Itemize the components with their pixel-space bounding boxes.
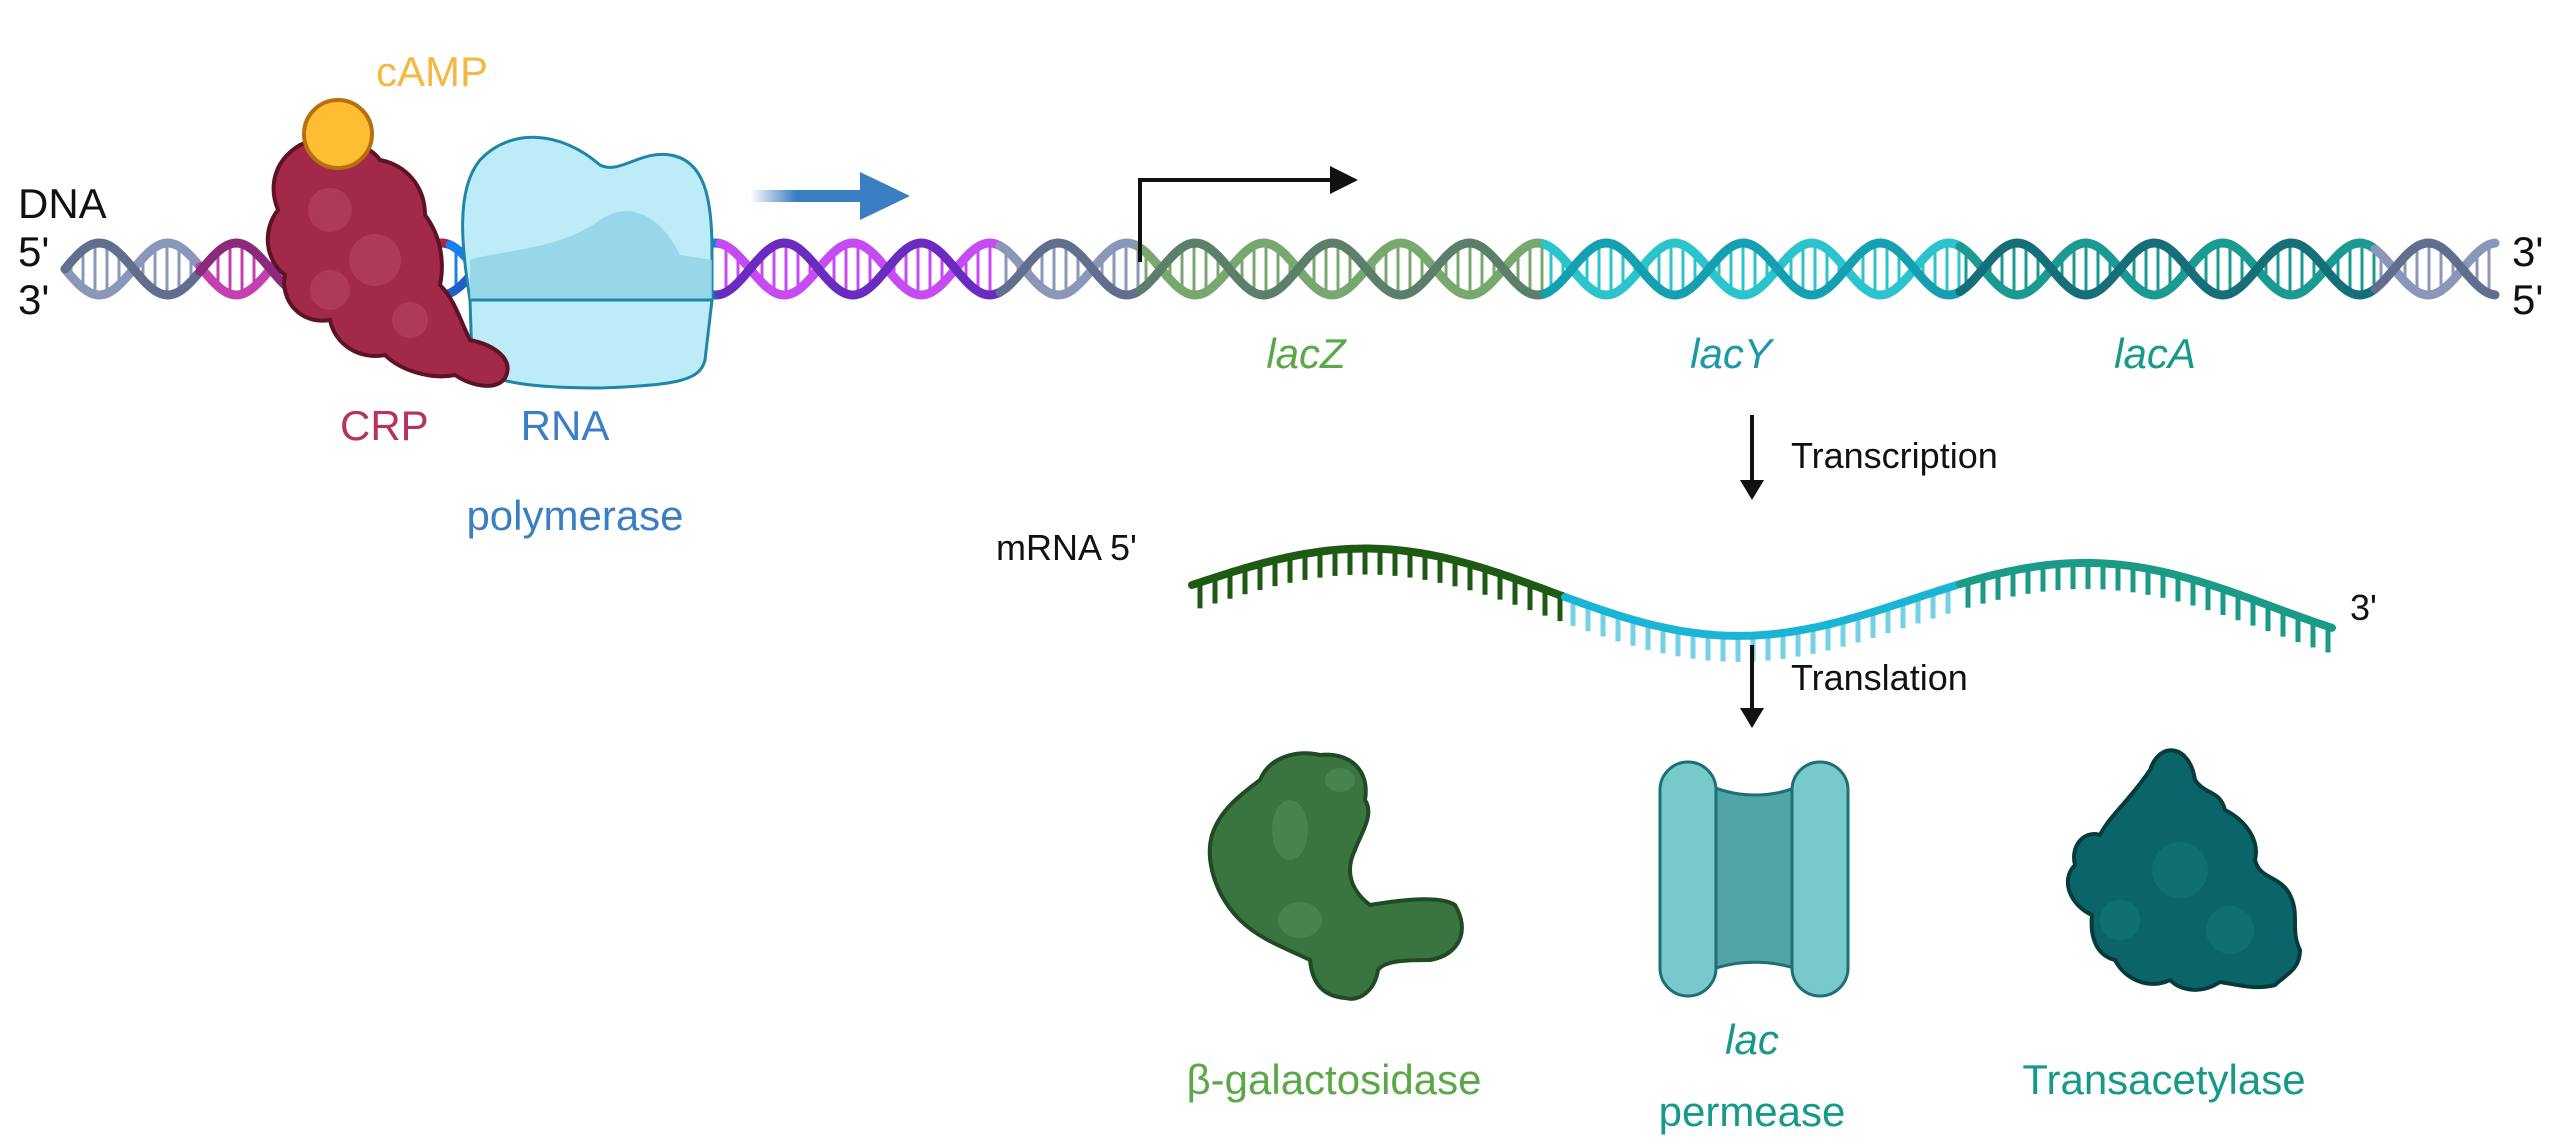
lac-permease-label-2: permease	[1659, 1088, 1846, 1135]
dna-strand	[1135, 238, 1550, 300]
dna-label: DNA	[18, 180, 107, 227]
transacetylase-label: Transacetylase	[2022, 1056, 2305, 1103]
dna-strand	[995, 238, 1143, 300]
mrna-backbone	[1188, 544, 1568, 601]
mrna-backbone	[1956, 558, 2336, 632]
dna-strand	[1955, 238, 2379, 300]
transcription-start-arrow-icon	[1138, 166, 1358, 262]
mrna-3prime-label: 3'	[2350, 587, 2377, 628]
dna-right-3prime: 3'	[2512, 228, 2543, 275]
crp-protein-icon	[265, 136, 510, 388]
dna-right-5prime: 5'	[2512, 276, 2543, 323]
beta-galactosidase-protein-icon	[1207, 751, 1464, 1001]
mrna-backbone	[1561, 581, 1961, 640]
gene-lacZ-label: lacZ	[1266, 330, 1347, 377]
lac-permease-protein-icon	[1658, 760, 1850, 998]
dna-left-3prime: 3'	[18, 276, 49, 323]
dna-strand	[1135, 238, 1550, 300]
dna-strand	[715, 238, 1004, 300]
mrna-strand	[1188, 544, 2336, 662]
dna-strand	[195, 238, 295, 294]
rna-polymerase-icon	[461, 135, 714, 390]
transacetylase-protein-icon	[2065, 748, 2303, 992]
translation-arrow-icon	[1740, 645, 1764, 728]
mrna-5prime-label: mRNA 5'	[996, 527, 1137, 568]
transcription-arrow-icon	[1740, 415, 1764, 500]
dna-strand	[1540, 238, 1964, 300]
rna-polymerase-label-1: RNA	[521, 402, 610, 449]
translation-label: Translation	[1791, 657, 1968, 698]
dna-left-5prime: 5'	[18, 228, 49, 275]
beta-galactosidase-label: β-galactosidase	[1187, 1056, 1482, 1103]
gene-lacY-label: lacY	[1690, 330, 1775, 377]
transcription-label: Transcription	[1791, 435, 1998, 476]
dna-strand	[1955, 238, 2379, 300]
lac-permease-label-1: lac	[1725, 1016, 1779, 1063]
rna-polymerase-label-2: polymerase	[466, 492, 683, 539]
crp-label: CRP	[340, 402, 429, 449]
camp-molecule-icon	[302, 98, 374, 170]
movement-arrow-icon	[750, 172, 910, 220]
dna-strand	[2370, 238, 2500, 300]
dna-strand	[60, 238, 205, 300]
dna-strand	[715, 238, 1004, 300]
gene-lacA-label: lacA	[2114, 330, 2196, 377]
camp-label: cAMP	[376, 48, 488, 95]
dna-strand	[1540, 238, 1964, 300]
